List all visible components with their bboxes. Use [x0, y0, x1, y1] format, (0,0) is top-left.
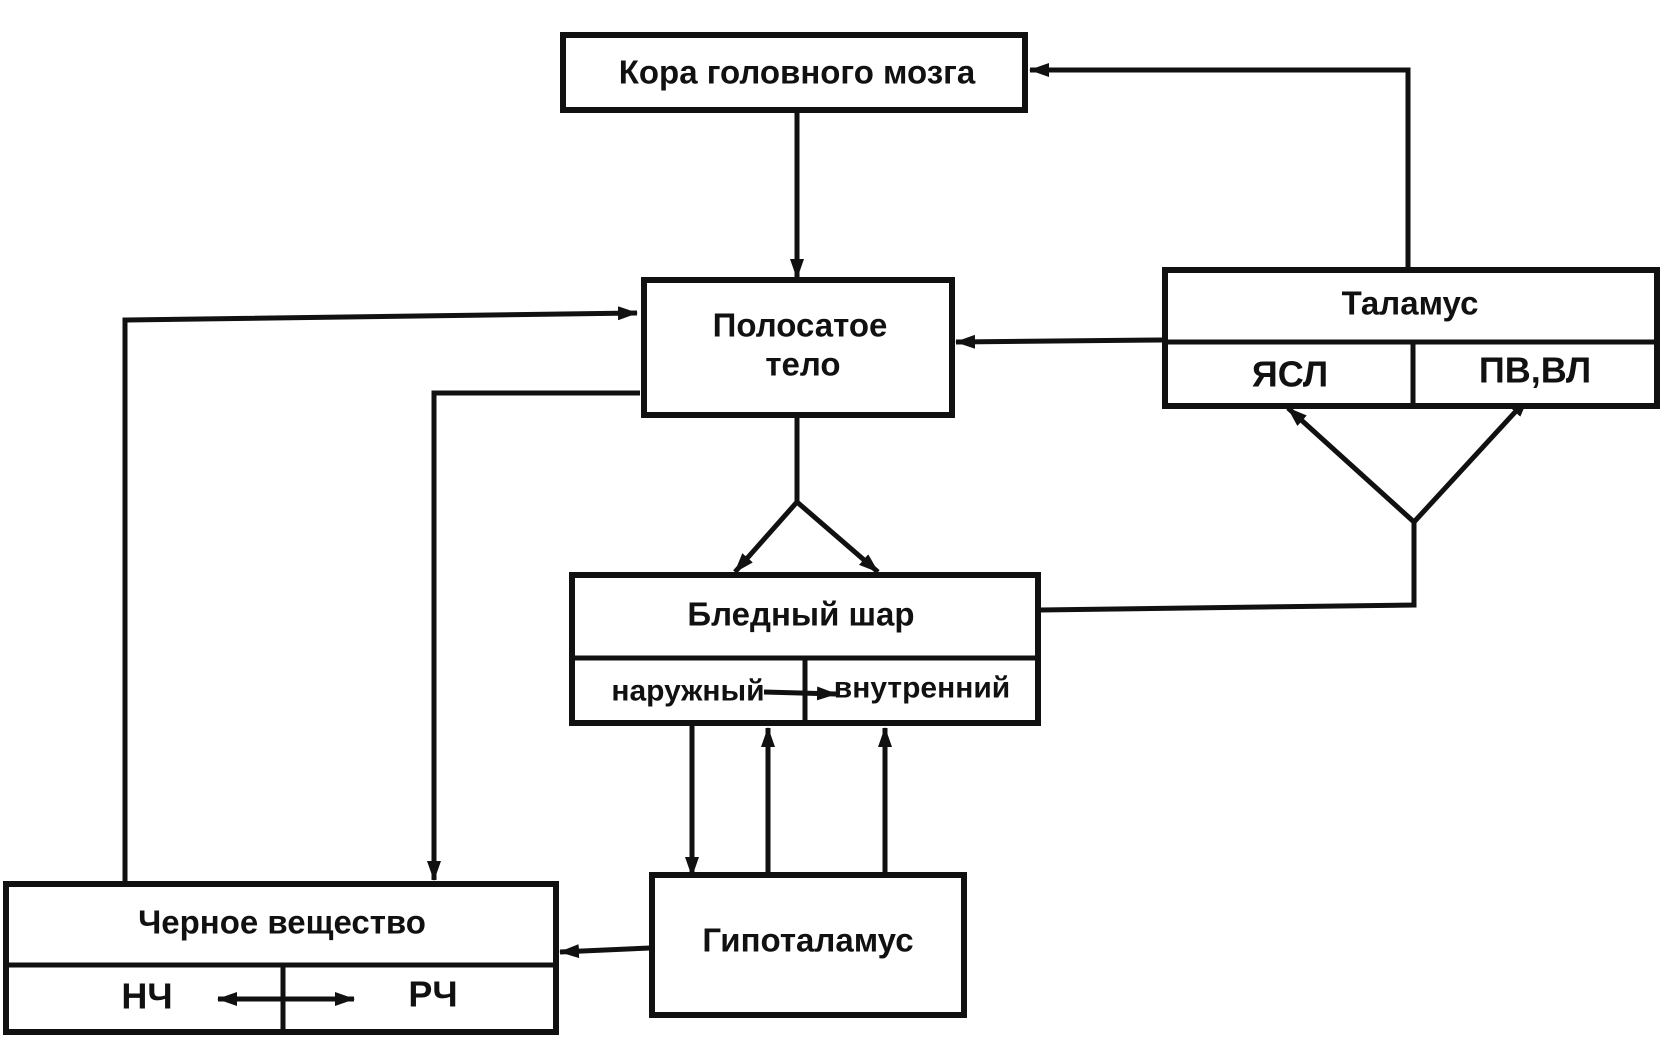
- thalamus-label: Таламус: [1342, 285, 1479, 322]
- arrow-pallidum-outer-to-inner: [763, 686, 837, 701]
- hypothalamus-label: Гипоталамус: [702, 922, 913, 959]
- thalamus-vla-label: ЯСЛ: [1252, 354, 1328, 395]
- arrow-striatum-to-pallidum-outer: [733, 500, 799, 574]
- arrow-thalamus-to-cortex: [1029, 63, 1411, 270]
- striatum-label-line1: Полосатое: [713, 307, 888, 344]
- thalamus-box: Таламус ЯСЛ ПВ,ВЛ: [1162, 267, 1660, 409]
- striatum-box: Полосатое тело: [641, 277, 955, 418]
- thalamus-vl-label: ПВ,ВЛ: [1479, 350, 1591, 391]
- pallidum-inner-label: внутренний: [834, 672, 1010, 705]
- arrow-pallidum-to-thalamus-vl: [1412, 396, 1530, 524]
- arrow-pallidum-to-thalamus-vla: [1286, 406, 1416, 524]
- cortex-label: Кора головного мозга: [619, 54, 976, 91]
- arrow-hypothalamus-to-nigra: [559, 944, 651, 959]
- nigra-box: Черное вещество НЧ РЧ: [3, 881, 559, 1035]
- arrow-striatum-to-pallidum-inner: [795, 500, 880, 574]
- pallidum-label: Бледный шар: [687, 596, 914, 633]
- line-pallidum-to-thalamus: [1039, 522, 1417, 613]
- pallidum-box: Бледный шар наружный внутренний: [569, 572, 1041, 726]
- arrow-thalamus-to-striatum: [955, 334, 1163, 349]
- arrow-nigra-to-striatum: [122, 306, 638, 884]
- arrow-striatum-to-nigra: [427, 390, 640, 881]
- striatum-label-line2: тело: [765, 346, 840, 383]
- hypothalamus-box: Гипоталамус: [649, 872, 967, 1018]
- cortex-box: Кора головного мозга: [560, 32, 1028, 113]
- pallidum-outer-label: наружный: [611, 675, 764, 708]
- nigra-pr-label: РЧ: [408, 974, 457, 1015]
- nigra-label: Черное вещество: [138, 904, 426, 941]
- nigra-pc-label: НЧ: [121, 976, 172, 1017]
